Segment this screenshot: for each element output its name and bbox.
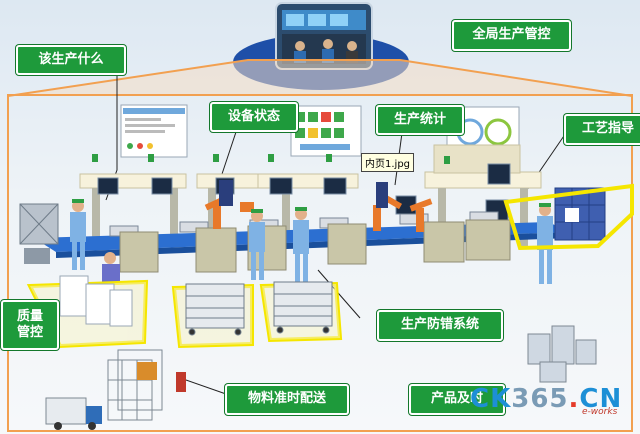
label-equipment-status: 设备状态 xyxy=(210,102,298,132)
image-filename-tooltip: 内页1.jpg xyxy=(361,153,414,172)
label-quality-control: 质量 管控 xyxy=(1,300,59,350)
watermark-dot: . xyxy=(569,384,580,414)
label-process-guidance: 工艺指导 xyxy=(564,114,640,145)
what-to-produce-screen xyxy=(121,105,187,157)
watermark-tagline: e-works xyxy=(582,407,617,417)
warehouse-racks xyxy=(108,350,162,420)
label-what-to-produce: 该生产什么 xyxy=(16,45,126,75)
label-quality-control-line1: 质量 xyxy=(17,309,43,325)
label-global-production-control: 全局生产管控 xyxy=(452,20,571,51)
watermark-part-365: 365 xyxy=(511,384,568,414)
material-box xyxy=(137,362,157,380)
watermark-part-ck: CK xyxy=(470,384,511,414)
equipment-status-screen xyxy=(291,106,361,156)
left-fixture xyxy=(20,204,58,264)
label-material-delivery: 物料准时配送 xyxy=(225,384,349,415)
label-error-proofing-system: 生产防错系统 xyxy=(377,310,503,341)
delivery-truck xyxy=(46,398,102,430)
label-quality-control-line2: 管控 xyxy=(17,325,43,341)
distribution-buildings xyxy=(528,326,596,382)
label-production-stats: 生产统计 xyxy=(376,105,464,135)
forklift-operator xyxy=(176,372,186,392)
